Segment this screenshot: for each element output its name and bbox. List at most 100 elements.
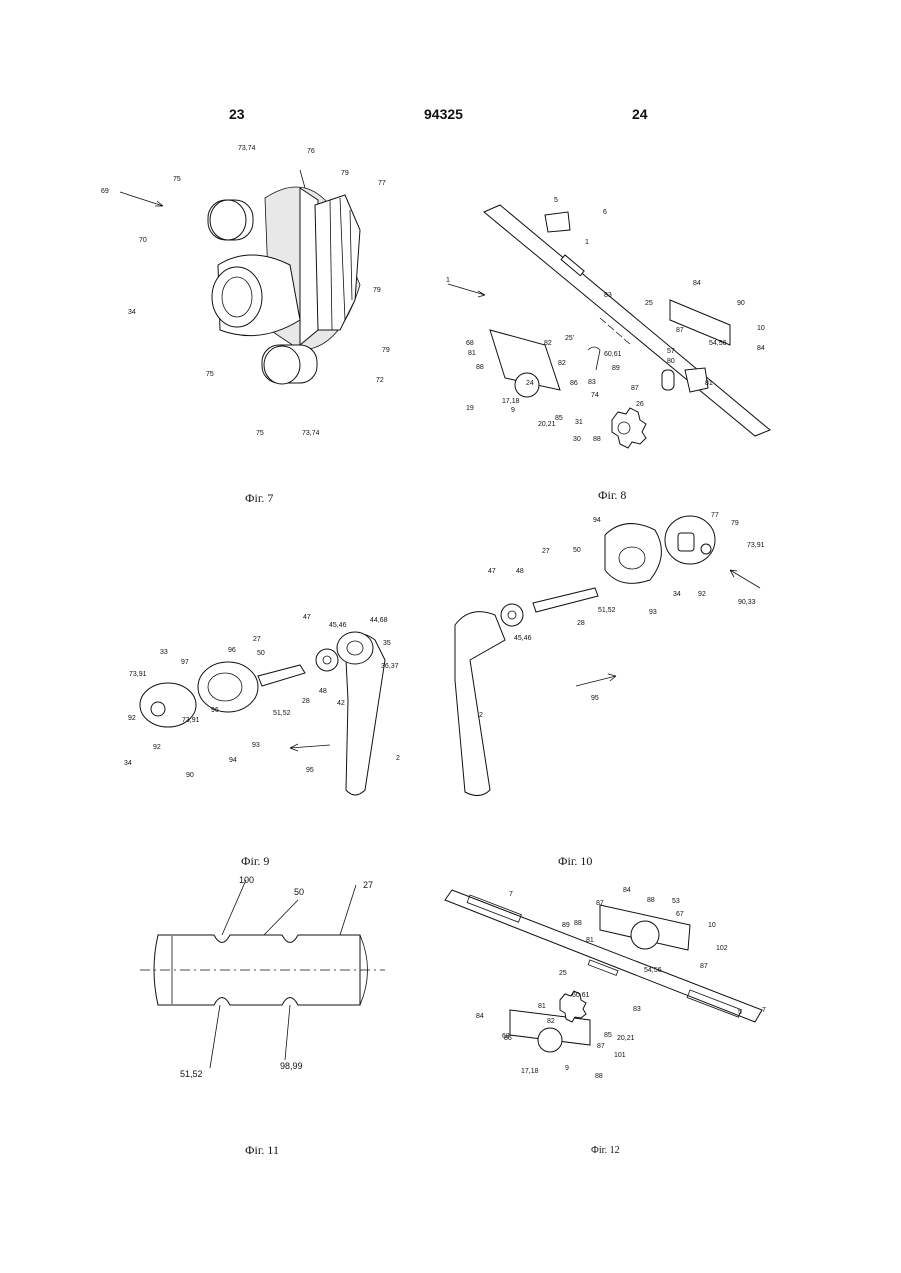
fig8-label: 19 xyxy=(466,405,474,412)
fig10-label: 92 xyxy=(698,591,706,598)
fig9-label: 94 xyxy=(229,757,237,764)
fig7-label: 79 xyxy=(341,170,349,177)
fig9-label: 48 xyxy=(319,688,327,695)
fig7-label: 34 xyxy=(128,309,136,316)
fig8-label: 87 xyxy=(631,385,639,392)
fig9-label: 27 xyxy=(253,636,261,643)
fig8-label: 88 xyxy=(476,364,484,371)
fig9-label: 45,46 xyxy=(329,622,347,629)
fig12-label: 20,21 xyxy=(617,1035,635,1042)
fig7-label: 79 xyxy=(373,287,381,294)
fig11-label: 50 xyxy=(294,887,304,897)
fig8-label: 24 xyxy=(526,380,534,387)
fig12-label: 54,56 xyxy=(644,967,662,974)
fig8-label: 83 xyxy=(604,292,612,299)
fig12-label: 5 xyxy=(738,1009,742,1016)
figure-10-drawing xyxy=(455,516,760,796)
figure-9-caption: Фіг. 9 xyxy=(241,854,269,869)
fig10-label: 47 xyxy=(488,568,496,575)
fig7-label: 73,74 xyxy=(238,145,256,152)
figure-7-drawing xyxy=(120,170,360,384)
fig12-label: 81 xyxy=(538,1003,546,1010)
fig8-label: 54,56 xyxy=(709,340,727,347)
figure-12-drawing xyxy=(445,890,762,1052)
fig7-label: 79 xyxy=(382,347,390,354)
fig9-label: 35 xyxy=(383,640,391,647)
fig12-label: 17,18 xyxy=(521,1068,539,1075)
fig7-label: 75 xyxy=(256,430,264,437)
fig8-label: 1 xyxy=(585,239,589,246)
fig9-label: 42 xyxy=(337,700,345,707)
figure-8-caption: Фіг. 8 xyxy=(598,488,626,503)
fig8-label: 25 xyxy=(645,300,653,307)
fig8-label: 74 xyxy=(591,392,599,399)
fig8-label: 81 xyxy=(468,350,476,357)
fig8-label: 17,18 xyxy=(502,398,520,405)
fig12-label: 87 xyxy=(596,900,604,907)
fig9-label: 73,91 xyxy=(182,717,200,724)
fig10-label: 45,46 xyxy=(514,635,532,642)
fig7-label: 69 xyxy=(101,188,109,195)
fig10-label: 79 xyxy=(731,520,739,527)
fig11-label: 51,52 xyxy=(180,1069,203,1079)
fig8-label: 90 xyxy=(737,300,745,307)
figure-10-caption: Фіг. 10 xyxy=(558,854,592,869)
fig12-label: 101 xyxy=(614,1052,626,1059)
figure-7-caption: Фіг. 7 xyxy=(245,491,273,506)
fig12-label: 53 xyxy=(672,898,680,905)
fig10-label: 27 xyxy=(542,548,550,555)
fig10-label: 50 xyxy=(573,547,581,554)
fig10-label: 2 xyxy=(479,712,483,719)
fig7-label: 70 xyxy=(139,237,147,244)
fig12-label: 89 xyxy=(562,922,570,929)
fig12-label: 83 xyxy=(633,1006,641,1013)
fig12-label: 86 xyxy=(504,1035,512,1042)
fig11-label: 100 xyxy=(239,875,254,885)
fig8-label: 83 xyxy=(588,379,596,386)
fig10-label: 94 xyxy=(593,517,601,524)
fig10-label: 51,52 xyxy=(598,607,616,614)
fig12-label: 60,61 xyxy=(572,992,590,999)
fig8-label: 84 xyxy=(693,280,701,287)
fig12-label: 87 xyxy=(597,1043,605,1050)
fig12-label: 7 xyxy=(762,1007,766,1014)
fig12-label: 7 xyxy=(509,891,513,898)
fig12-label: 88 xyxy=(574,920,582,927)
fig10-label: 48 xyxy=(516,568,524,575)
fig8-label: 5 xyxy=(554,197,558,204)
fig9-label: 47 xyxy=(303,614,311,621)
fig8-label: 30 xyxy=(573,436,581,443)
fig7-label: 73,74 xyxy=(302,430,320,437)
fig12-label: 10 xyxy=(708,922,716,929)
fig10-label: 93 xyxy=(649,609,657,616)
fig8-label: 85 xyxy=(555,415,563,422)
figure-12-caption: Фіг. 12 xyxy=(591,1145,620,1156)
fig7-label: 72 xyxy=(376,377,384,384)
fig8-label: 9 xyxy=(511,407,515,414)
fig9-label: 90 xyxy=(186,772,194,779)
fig9-label: 28 xyxy=(302,698,310,705)
fig9-label: 44,68 xyxy=(370,617,388,624)
fig12-label: 102 xyxy=(716,945,728,952)
fig8-label: 89 xyxy=(612,365,620,372)
fig8-label: 84 xyxy=(757,345,765,352)
fig12-label: 25 xyxy=(559,970,567,977)
fig8-label: 86 xyxy=(570,380,578,387)
fig9-label: 73,91 xyxy=(129,671,147,678)
fig9-label: 95 xyxy=(306,767,314,774)
fig8-label: 20,21 xyxy=(538,421,556,428)
fig11-label: 27 xyxy=(363,880,373,890)
fig9-label: 34 xyxy=(124,760,132,767)
fig8-label: 26 xyxy=(636,401,644,408)
fig8-label: 57 xyxy=(667,348,675,355)
fig7-label: 76 xyxy=(307,148,315,155)
fig8-label: 80 xyxy=(667,358,675,365)
fig7-label: 77 xyxy=(378,180,386,187)
fig8-label: 1 xyxy=(446,277,450,284)
fig9-label: 92 xyxy=(153,744,161,751)
fig8-label: 81 xyxy=(705,380,713,387)
fig10-label: 95 xyxy=(591,695,599,702)
fig8-label: 87 xyxy=(676,327,684,334)
fig9-label: 2 xyxy=(396,755,400,762)
fig9-label: 50 xyxy=(257,650,265,657)
